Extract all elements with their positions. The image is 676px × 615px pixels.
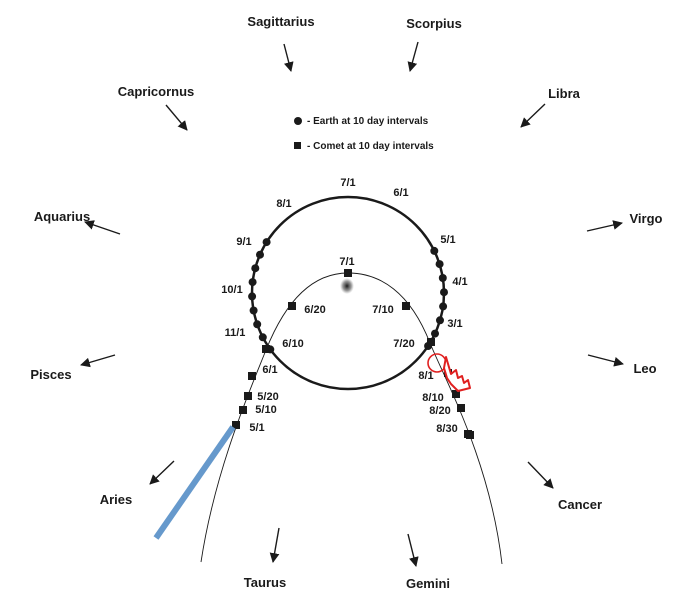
arrow-aries bbox=[150, 461, 174, 484]
earth-date-10-1: 10/1 bbox=[221, 284, 242, 296]
comet-date-6-10: 6/10 bbox=[282, 338, 303, 350]
earth-position-dot bbox=[439, 302, 447, 310]
constellation-virgo: Virgo bbox=[630, 211, 663, 226]
arrow-gemini bbox=[408, 534, 416, 566]
earth-date-5-1: 5/1 bbox=[440, 234, 455, 246]
earth-date-9-1: 9/1 bbox=[236, 236, 251, 248]
earth-date-8-1: 8/1 bbox=[276, 198, 291, 210]
constellation-gemini: Gemini bbox=[406, 576, 450, 591]
comet-position-square bbox=[402, 302, 410, 310]
arrow-cancer bbox=[528, 462, 553, 488]
earth-position-dot bbox=[431, 330, 439, 338]
comet-date-7-1: 7/1 bbox=[339, 256, 354, 268]
constellation-cancer: Cancer bbox=[558, 497, 602, 512]
comet-position-square bbox=[244, 392, 252, 400]
legend-earth-marker bbox=[294, 117, 302, 125]
comet-path bbox=[201, 269, 502, 564]
arrow-taurus bbox=[273, 528, 279, 562]
arrow-pisces bbox=[81, 355, 115, 365]
earth-position-dot bbox=[436, 260, 444, 268]
comet-date-6-20: 6/20 bbox=[304, 304, 325, 316]
comet-date-8-20: 8/20 bbox=[429, 405, 450, 417]
red-cursor-hand-icon bbox=[444, 357, 470, 391]
comet-position-square bbox=[248, 372, 256, 380]
arrow-virgo bbox=[587, 223, 622, 231]
sun bbox=[340, 278, 354, 294]
comet-date-8-1: 8/1 bbox=[418, 370, 433, 382]
comet-position-square bbox=[239, 406, 247, 414]
comet-position-square bbox=[457, 404, 465, 412]
comet-date-5-20: 5/20 bbox=[257, 391, 278, 403]
comet-position-square bbox=[262, 345, 270, 353]
comet-date-6-1: 6/1 bbox=[262, 364, 277, 376]
earth-position-dot bbox=[253, 320, 261, 328]
constellation-capricornus: Capricornus bbox=[118, 84, 195, 99]
earth-position-dot bbox=[259, 333, 267, 341]
legend-comet-label: - Comet at 10 day intervals bbox=[307, 141, 434, 152]
earth-date-3-1: 3/1 bbox=[447, 318, 462, 330]
comet-position-square bbox=[344, 269, 352, 277]
comet-date-8-30: 8/30 bbox=[436, 423, 457, 435]
legend-earth-label: - Earth at 10 day intervals bbox=[307, 116, 429, 127]
earth-date-6-1: 6/1 bbox=[393, 187, 408, 199]
constellation-pisces: Pisces bbox=[30, 367, 71, 382]
constellation-directions: Sagittarius Scorpius Capricornus Libra A… bbox=[30, 14, 662, 591]
comet-date-5-1: 5/1 bbox=[249, 422, 264, 434]
constellation-aquarius: Aquarius bbox=[34, 209, 90, 224]
earth-position-dot bbox=[248, 292, 256, 300]
earth-position-dot bbox=[251, 264, 259, 272]
arrow-capricornus bbox=[166, 105, 187, 130]
blue-pointer-line bbox=[156, 427, 233, 538]
earth-position-dot bbox=[250, 307, 258, 315]
earth-position-dot bbox=[430, 247, 438, 255]
constellation-taurus: Taurus bbox=[244, 575, 286, 590]
constellation-sagittarius: Sagittarius bbox=[247, 14, 314, 29]
earth-date-7-1: 7/1 bbox=[340, 177, 355, 189]
comet-date-7-20: 7/20 bbox=[393, 338, 414, 350]
earth-position-dot bbox=[439, 274, 447, 282]
comet-position-square bbox=[427, 338, 435, 346]
comet-outgoing-branch bbox=[430, 343, 502, 564]
earth-date-11-1: 11/1 bbox=[225, 327, 246, 339]
earth-position-dot bbox=[440, 288, 448, 296]
constellation-leo: Leo bbox=[633, 361, 656, 376]
comet-position-square bbox=[466, 431, 474, 439]
earth-date-4-1: 4/1 bbox=[452, 276, 467, 288]
legend-comet-marker bbox=[294, 142, 301, 149]
legend: - Earth at 10 day intervals - Comet at 1… bbox=[294, 116, 434, 152]
earth-position-dot bbox=[436, 316, 444, 324]
arrow-scorpius bbox=[410, 42, 418, 71]
red-highlight-circle bbox=[428, 354, 446, 372]
arrow-libra bbox=[521, 104, 545, 127]
arrow-aquarius bbox=[85, 222, 120, 234]
comet-date-7-10: 7/10 bbox=[372, 304, 393, 316]
constellation-aries: Aries bbox=[100, 492, 133, 507]
earth-position-dot bbox=[256, 251, 264, 259]
constellation-scorpius: Scorpius bbox=[406, 16, 462, 31]
constellation-libra: Libra bbox=[548, 86, 581, 101]
comet-date-8-10: 8/10 bbox=[422, 392, 443, 404]
earth-position-dot bbox=[249, 278, 257, 286]
arrow-sagittarius bbox=[284, 44, 291, 71]
comet-position-square bbox=[288, 302, 296, 310]
comet-date-5-10: 5/10 bbox=[255, 404, 276, 416]
earth-position-dot bbox=[263, 238, 271, 246]
arrow-leo bbox=[588, 355, 623, 364]
